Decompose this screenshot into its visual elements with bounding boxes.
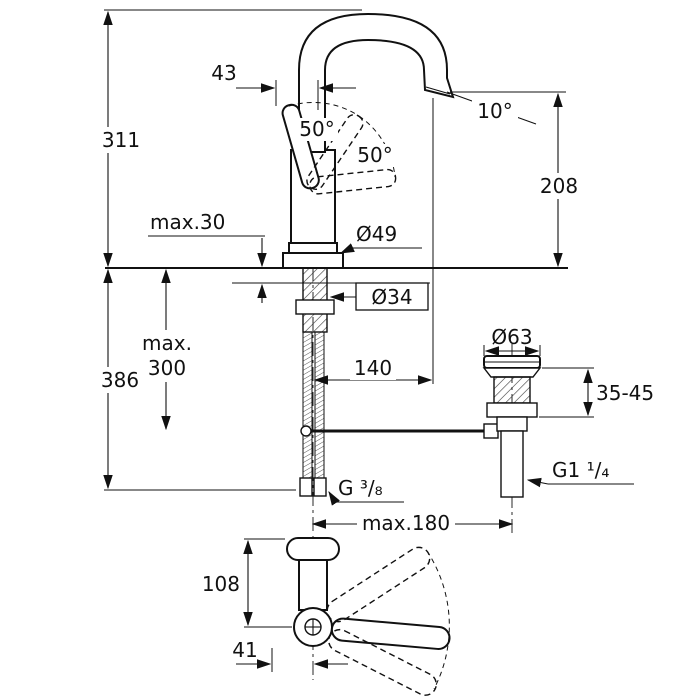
drain-assembly <box>482 355 542 498</box>
dim-hose-thread: G ³/₈ <box>338 476 383 500</box>
dim-swivel-angle-1: 50° <box>299 117 334 141</box>
faucet-plan-view <box>286 536 451 696</box>
dim-drain-thread: G1 ¹/₄ <box>552 458 609 482</box>
plan-lever-handle <box>330 617 451 650</box>
dim-spout-projection: 108 <box>202 572 240 596</box>
side-view-dimensions: 311 43 50° 50° 10° 208 max.30 Ø49 Ø34 <box>97 9 654 536</box>
plan-lever-swing-up <box>326 546 431 623</box>
base-escutcheon <box>282 252 344 269</box>
drain-threaded-body <box>493 376 531 404</box>
plan-lever-swing-down <box>328 628 437 696</box>
plan-lever-swing-arc <box>426 550 450 690</box>
plan-spout-tip <box>286 537 340 561</box>
dim-drain-clamp-range: 35-45 <box>596 381 654 405</box>
hose-connector-right <box>313 477 327 497</box>
hose-connector-left <box>299 477 313 497</box>
lever-swing-arc-1 <box>288 101 360 117</box>
spout-aerator-line <box>425 86 451 95</box>
drain-tailpipe <box>500 430 524 498</box>
dim-deck-thickness: max.30 <box>150 210 225 234</box>
faucet-side-view <box>105 12 568 534</box>
dim-hose-max-label: max. <box>142 331 192 355</box>
dim-depth-total: 386 <box>101 368 139 392</box>
supply-hose-left <box>302 331 313 479</box>
dim-spout-height: 208 <box>540 174 578 198</box>
dim-height-total: 311 <box>102 128 140 152</box>
dim-hose-max-value: 300 <box>148 356 186 380</box>
drain-nut <box>486 402 538 418</box>
dim-base-diameter: Ø49 <box>356 222 397 246</box>
spout <box>298 12 455 153</box>
dim-swivel-angle-2: 50° <box>357 143 392 167</box>
plan-view-dimensions: 108 41 <box>202 538 348 672</box>
dim-handle-offset: 41 <box>232 638 257 662</box>
dim-lever-offset: 43 <box>211 61 236 85</box>
lever-handle-swing-2 <box>309 168 397 195</box>
supply-hose-right <box>314 331 325 479</box>
lever-swing-arc-2 <box>358 115 396 178</box>
dim-rod-reach: max.180 <box>362 511 450 535</box>
dim-shank-diameter: Ø34 <box>371 285 412 309</box>
dim-spout-reach: 140 <box>354 356 392 380</box>
base-upper <box>288 242 338 254</box>
pop-up-clevis <box>483 423 499 439</box>
drain-flange <box>482 367 542 378</box>
mounting-nut <box>295 299 335 315</box>
plan-spout-tube <box>298 555 328 611</box>
dim-outlet-angle: 10° <box>477 99 512 123</box>
drain-lower-body <box>496 416 528 432</box>
pop-up-rod-joint <box>300 425 312 437</box>
dim-drain-diameter: Ø63 <box>491 325 532 349</box>
